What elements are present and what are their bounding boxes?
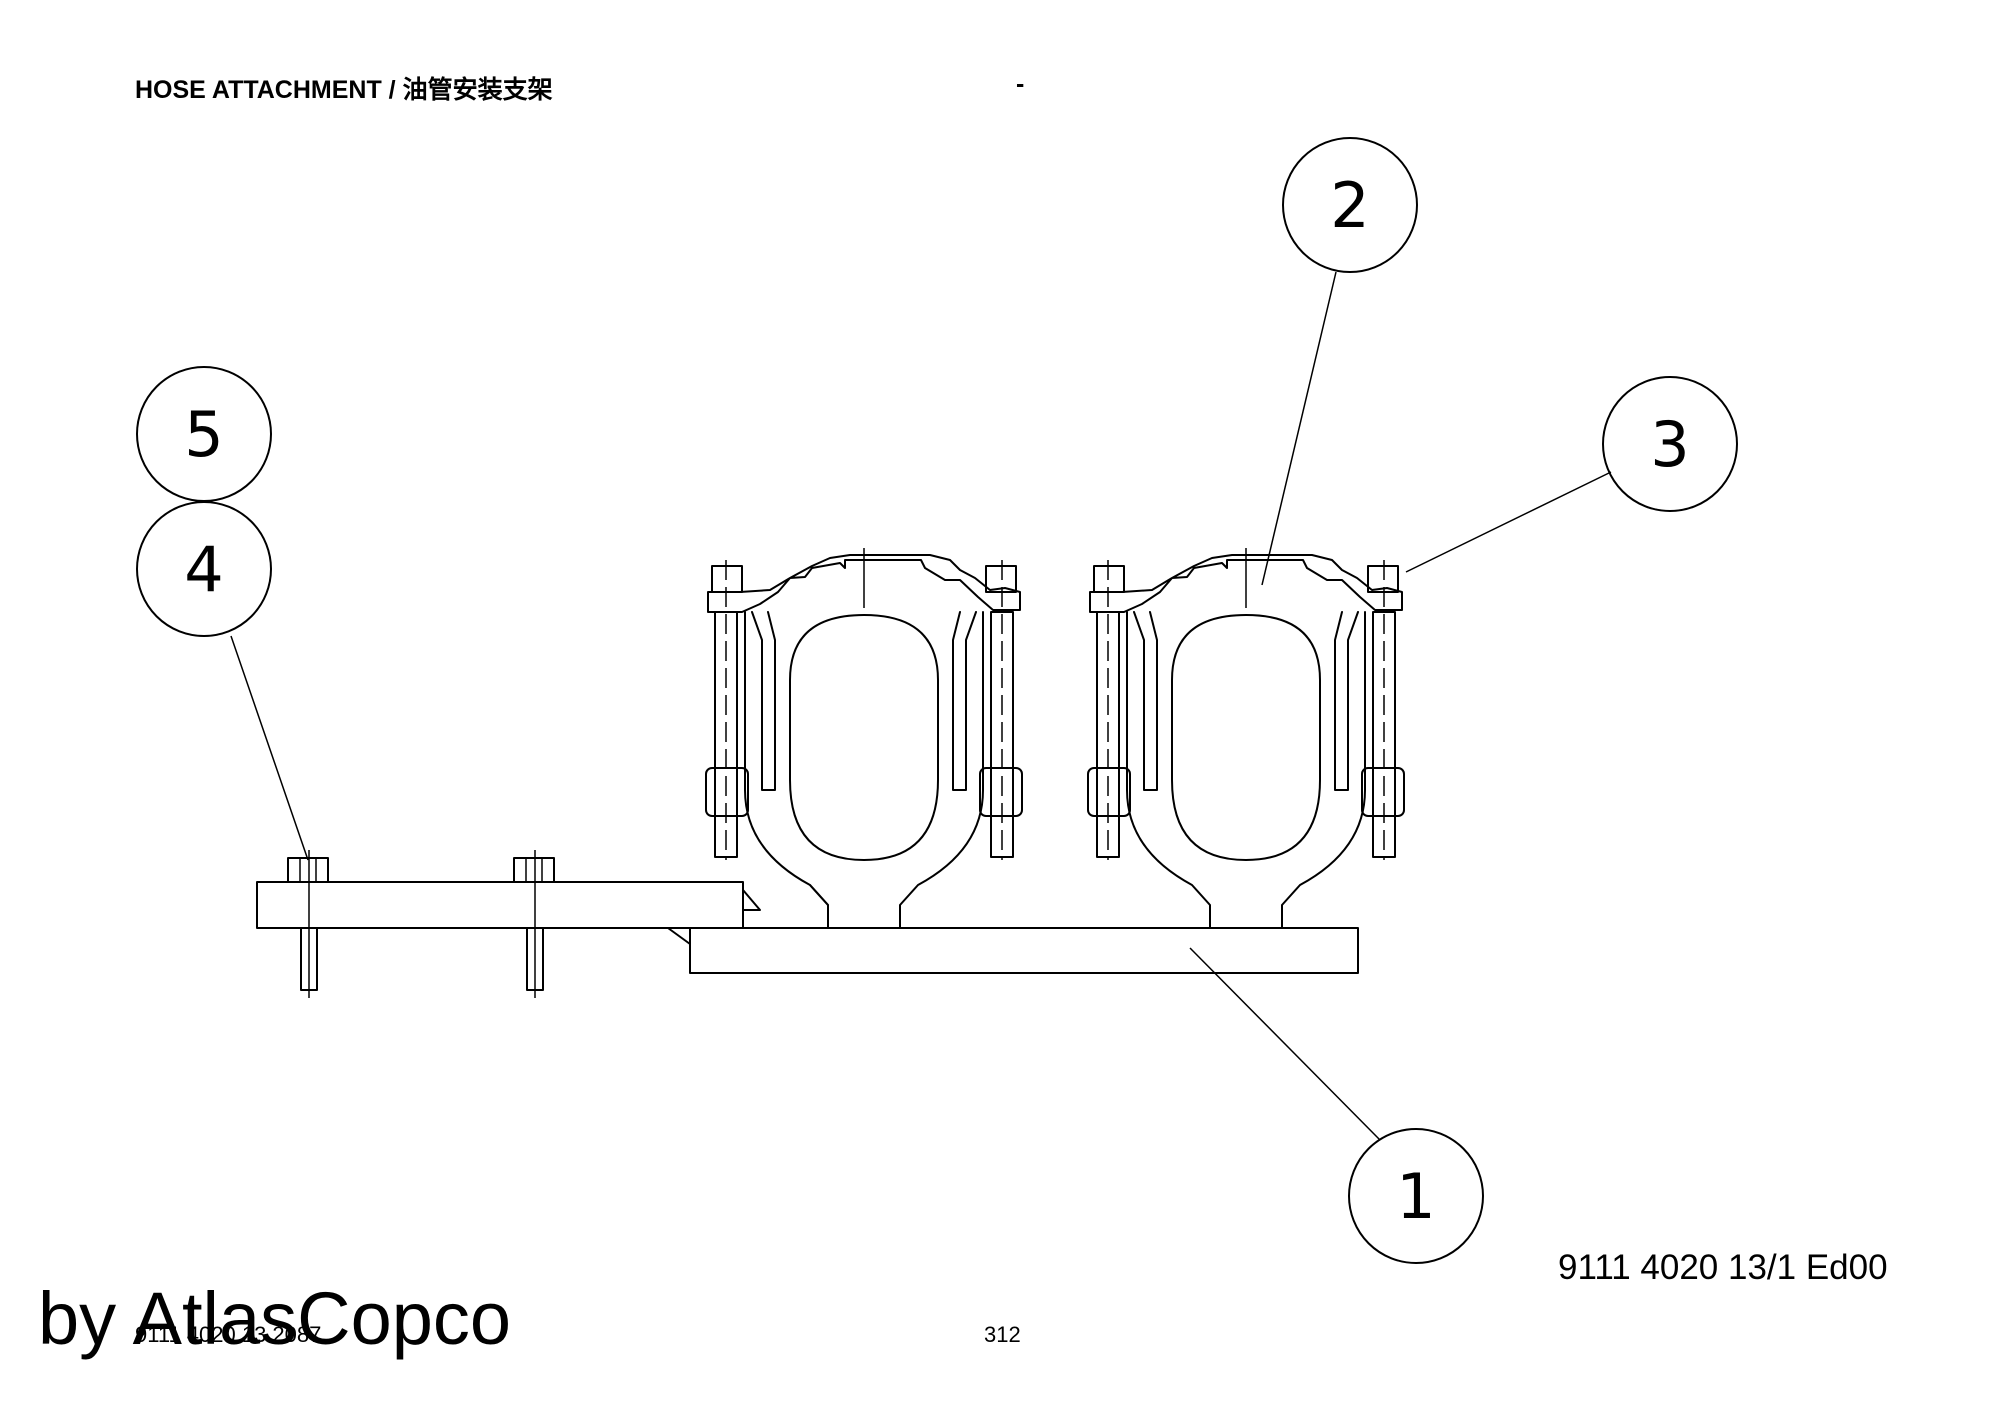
svg-text:4: 4 <box>184 533 223 606</box>
header-dash: - <box>1016 70 1025 98</box>
callout-1: 1 <box>1348 1128 1484 1264</box>
document-code: 9111 4020 13/1 Ed00 <box>1558 1248 1888 1287</box>
callout-3: 3 <box>1602 376 1738 512</box>
callout-4: 4 <box>136 501 272 637</box>
page-title: HOSE ATTACHMENT / 油管安装支架 <box>135 76 553 104</box>
leader-2 <box>1261 271 1337 586</box>
clamp-left <box>705 548 1023 929</box>
bolt-left <box>287 850 329 998</box>
svg-text:3: 3 <box>1650 408 1689 481</box>
base-plate <box>689 927 1359 974</box>
footer-reference: 9111 4020 13 2087 <box>135 1322 322 1347</box>
watermark: by AtlasCopco <box>38 1277 512 1360</box>
bolt-middle <box>513 850 555 998</box>
callout-2: 2 <box>1282 137 1418 273</box>
page-number: 312 <box>984 1322 1021 1347</box>
svg-text:1: 1 <box>1396 1160 1435 1233</box>
leader-4 <box>230 635 309 861</box>
svg-text:5: 5 <box>184 398 223 471</box>
callout-5: 5 <box>136 366 272 502</box>
leader-3 <box>1405 471 1612 573</box>
leader-1 <box>1189 947 1381 1141</box>
clamp-right <box>1087 548 1405 929</box>
mounting-plate <box>256 881 744 929</box>
svg-text:2: 2 <box>1330 169 1369 242</box>
